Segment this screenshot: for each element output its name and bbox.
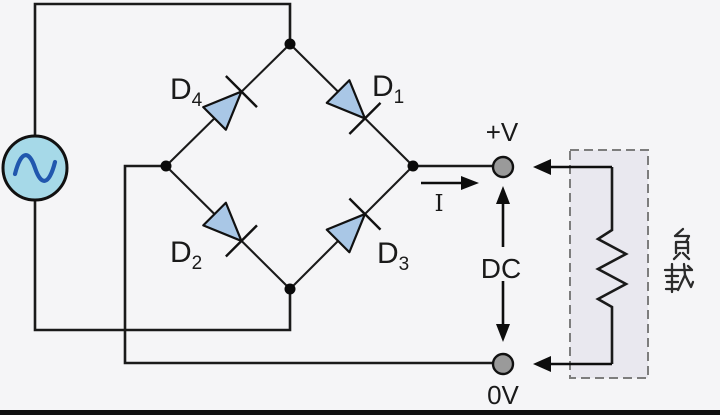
ac-source-icon <box>1 134 69 202</box>
terminal-0v <box>491 352 515 376</box>
terminal-plus-v <box>491 155 515 179</box>
load-resistor-icon <box>595 167 629 364</box>
diode-d1-cathode-bar <box>348 102 382 135</box>
diode-d3 <box>325 197 382 254</box>
label-d2: D2 <box>170 236 202 274</box>
diode-d1 <box>325 79 382 135</box>
diode-d3-cathode-bar <box>348 197 382 231</box>
plus-v-label: +V <box>486 117 519 147</box>
load-dashed-box <box>569 149 649 379</box>
diode-d2 <box>202 201 258 258</box>
label-d4: D4 <box>170 73 203 111</box>
node-right <box>407 160 419 172</box>
wire-0v-rail <box>123 164 492 365</box>
wire-source-bottom <box>33 200 292 332</box>
label-d1: D1 <box>372 70 404 108</box>
dc-arrow-up-head <box>496 186 510 204</box>
load-label-glyph-zai <box>663 262 695 294</box>
load-bottom-arrow-head <box>533 356 551 372</box>
load-top-arrow-head <box>533 159 551 175</box>
diode-d4-cathode-bar <box>225 75 258 108</box>
sine-wave-icon <box>12 153 58 183</box>
zero-v-label: 0V <box>487 380 519 410</box>
load-label-glyph-fu <box>672 227 691 261</box>
node-left <box>160 160 172 172</box>
current-arrow-head <box>461 176 479 190</box>
diode-d2-cathode-bar <box>225 224 258 258</box>
node-bottom <box>284 283 296 295</box>
bottom-border-bar <box>0 410 720 415</box>
wire-source-top <box>33 2 292 136</box>
diode-d2-triangle <box>202 201 243 243</box>
label-d3: D3 <box>377 237 409 275</box>
diode-d4-triangle <box>202 90 243 131</box>
diode-d4 <box>202 75 258 131</box>
node-top <box>284 38 296 50</box>
diode-d1-triangle <box>325 79 367 120</box>
diode-d3-triangle <box>325 212 367 254</box>
dc-label: DC <box>481 253 521 284</box>
dc-arrow-down-head <box>496 324 510 342</box>
current-label: I <box>434 191 443 217</box>
